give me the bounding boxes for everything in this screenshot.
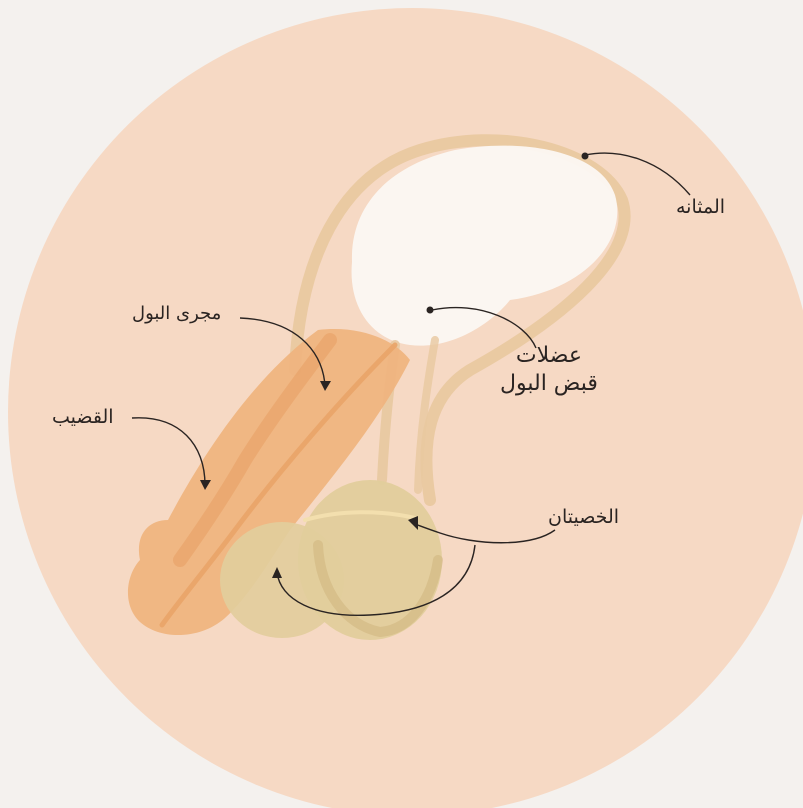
leader-bladder-dot (582, 153, 589, 160)
label-sphincter-line2: قبض البول (500, 370, 598, 398)
label-penis: القضيب (52, 406, 114, 430)
label-urethra: مجرى البول (132, 303, 221, 326)
leader-muscle-dot (427, 307, 434, 314)
background-disc (8, 8, 803, 808)
label-sphincter-line1: عضلات (500, 342, 598, 370)
label-testes: الخصيتان (548, 506, 619, 530)
label-sphincter-muscles: عضلات قبض البول (500, 342, 598, 397)
label-bladder: المثانه (676, 196, 725, 220)
